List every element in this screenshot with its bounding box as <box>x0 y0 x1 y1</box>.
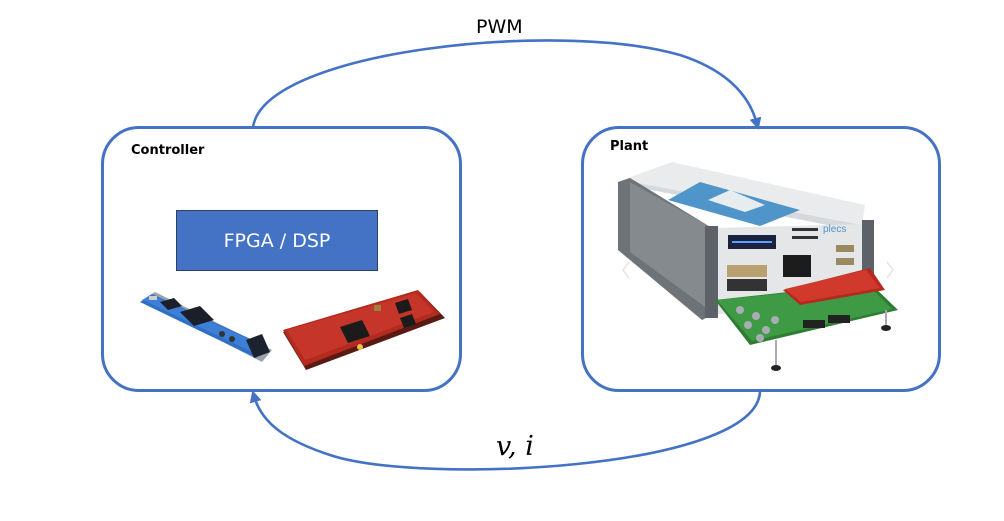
fpga-dsp-block: FPGA / DSP <box>176 210 378 271</box>
rt-box-logo: plecs <box>823 224 846 235</box>
plant-title: Plant <box>610 139 649 154</box>
feedback-arrow <box>249 390 762 471</box>
fpga-dsp-label: FPGA / DSP <box>223 229 331 252</box>
dsp-launchpad-board <box>283 290 445 370</box>
pwm-label: PWM <box>476 16 523 38</box>
fpga-dev-board <box>140 292 272 362</box>
pwm-arrow <box>251 39 762 130</box>
controller-block: Controller <box>101 126 462 392</box>
rt-box-hil-simulator: plecs <box>618 162 898 371</box>
controller-title: Controller <box>131 143 205 158</box>
feedback-label: v, i <box>496 431 534 462</box>
plant-block: Plant <box>581 126 941 392</box>
